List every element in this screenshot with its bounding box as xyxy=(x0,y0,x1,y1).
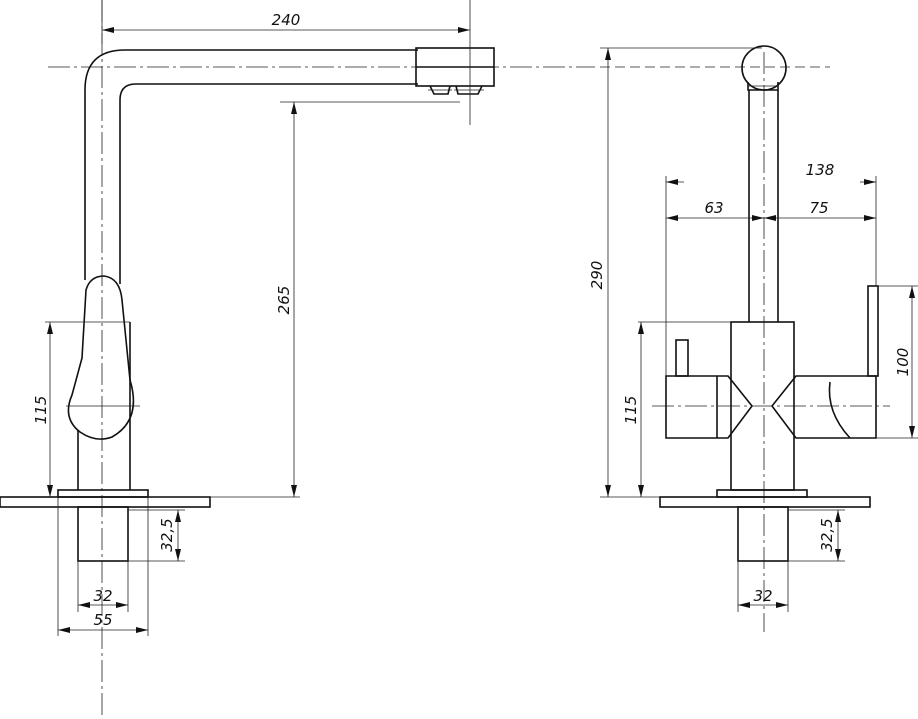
dim-spout-reach: 240 xyxy=(272,11,301,29)
side-base-flange xyxy=(57,489,149,498)
front-countertop xyxy=(659,496,871,508)
dim-width-left: 63 xyxy=(704,199,723,217)
spout-outer xyxy=(84,49,418,280)
dim-front-body-height: 115 xyxy=(622,396,640,425)
dim-base-outer: 55 xyxy=(93,611,112,629)
dim-width-right: 75 xyxy=(809,199,828,217)
front-base-flange xyxy=(716,489,808,498)
side-countertop xyxy=(0,496,211,508)
right-lever-handle xyxy=(867,285,879,377)
right-lever xyxy=(770,375,877,439)
side-view: 240 265 115 32,5 32 55 xyxy=(0,0,595,719)
dim-shank-length: 32,5 xyxy=(158,518,176,551)
side-shank xyxy=(77,506,129,562)
dim-total-width: 138 xyxy=(806,161,835,179)
dim-base-inner: 32 xyxy=(93,587,112,605)
side-handle xyxy=(67,275,135,440)
dim-spout-height: 265 xyxy=(275,286,293,315)
dim-total-height: 290 xyxy=(588,261,606,290)
left-lever-handle xyxy=(675,339,689,377)
dim-front-base-inner: 32 xyxy=(753,587,772,605)
dim-front-shank-length: 32,5 xyxy=(818,518,836,551)
dim-lever-height: 100 xyxy=(894,348,912,377)
spout-inner xyxy=(119,83,418,284)
left-lever xyxy=(665,375,754,439)
front-view: 290 115 138 63 75 100 xyxy=(588,45,918,632)
dim-body-height: 115 xyxy=(32,396,50,425)
front-shank xyxy=(737,506,789,562)
